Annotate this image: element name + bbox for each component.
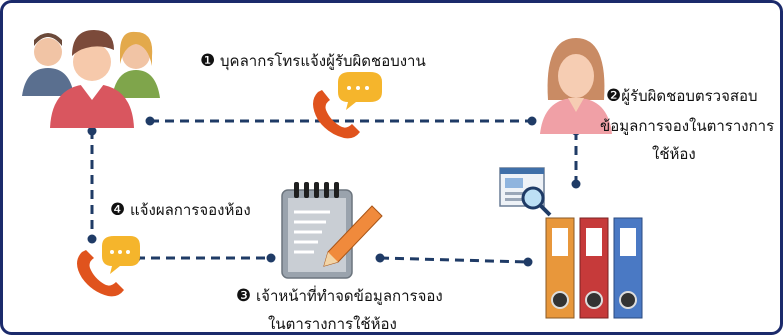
connector-lines [90, 119, 578, 264]
step-1-number: ❶ [200, 51, 216, 71]
step-2-text-line2: ข้อมูลการจองในตารางการ [600, 117, 775, 135]
step-3-text-line2: ในตารางการใช้ห้อง [268, 315, 397, 333]
step-2-number: ❷ [606, 86, 622, 106]
step-1-label: ❶ บุคลากรโทรแจ้งผู้รับผิดชอบงาน [200, 49, 426, 73]
step-3-text: เจ้าหน้าที่ทำจดข้อมูลการจอง [256, 287, 443, 305]
step-1-text: บุคลากรโทรแจ้งผู้รับผิดชอบงาน [220, 52, 426, 70]
step-3-number: ❸ [236, 286, 252, 306]
phone-callback-icon [77, 236, 140, 297]
staff-group-icon [22, 30, 160, 128]
phone-call-icon [313, 72, 382, 139]
step-4-number: ❹ [110, 200, 126, 220]
document-search-icon [499, 167, 552, 217]
manager-woman-icon [540, 38, 612, 134]
step-2-text-line3: ใช้ห้อง [652, 145, 696, 163]
connector-notepad-to-binders [379, 256, 529, 264]
step-4-label: ❹ แจ้งผลการจองห้อง [110, 198, 251, 222]
step-2-label: ❷ผู้รับผิดชอบตรวจสอบ [606, 84, 758, 108]
step-4-text: แจ้งผลการจองห้อง [130, 201, 251, 219]
step-3-label: ❸ เจ้าหน้าที่ทำจดข้อมูลการจอง [236, 284, 443, 308]
step-2-text: ผู้รับผิดชอบตรวจสอบ [621, 87, 758, 105]
notepad-pencil-icon [281, 182, 383, 279]
binders-icon [545, 217, 643, 319]
